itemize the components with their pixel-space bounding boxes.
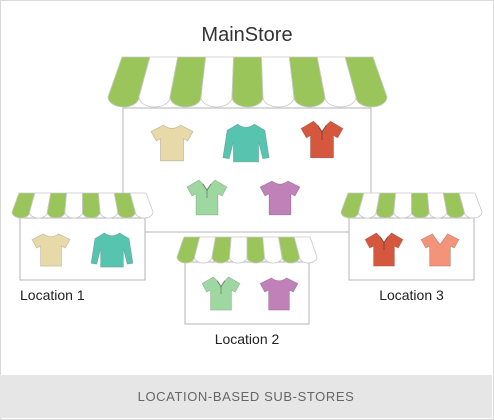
awning-stripe: [231, 56, 264, 108]
location-2-label: Location 2: [214, 331, 280, 347]
tshirt-purple-icon: [259, 277, 299, 311]
polo-red-icon: [364, 232, 404, 267]
awning-stripe: [46, 192, 68, 219]
awning-stripe: [458, 192, 483, 219]
awning-stripe: [82, 192, 101, 219]
awning-stripe: [229, 236, 248, 264]
awning-stripe: [293, 236, 318, 264]
tshirt-cream-icon: [31, 233, 71, 267]
longsleeve-teal-icon: [90, 232, 134, 268]
location-1-label: Location 1: [20, 287, 85, 303]
longsleeve-teal-icon: [222, 123, 270, 163]
awning-stripe: [393, 192, 412, 219]
vneck-salmon-icon: [420, 233, 460, 267]
awning-stripe: [129, 192, 154, 219]
awning-stripe: [344, 56, 388, 108]
main-store-title: MainStore: [201, 24, 293, 46]
tshirt-cream-icon: [150, 124, 194, 162]
main-store-body: [122, 107, 372, 233]
awning-stripe: [200, 56, 234, 108]
awning-stripe: [375, 192, 397, 219]
tshirt-purple-icon: [259, 180, 301, 216]
polo-red-icon: [300, 120, 344, 159]
awning-stripe: [246, 236, 265, 264]
location-3-store: [340, 192, 483, 281]
awning-stripe: [411, 192, 430, 219]
location-2-body: [184, 261, 310, 325]
awning-stripe: [64, 192, 83, 219]
location-3-label: Location 3: [379, 287, 444, 303]
location-3-body: [348, 217, 475, 281]
location-3-awning: [340, 192, 483, 219]
location-1-store: [11, 192, 154, 281]
polo-mint-icon: [201, 276, 241, 311]
main-store: [107, 56, 388, 233]
main-store-awning: [107, 56, 388, 108]
footer-caption: LOCATION-BASED SUB-STORES: [0, 375, 492, 418]
awning-stripe: [211, 236, 232, 264]
awning-stripe: [261, 56, 295, 108]
location-1-awning: [11, 192, 154, 219]
location-2-awning: [176, 236, 318, 264]
polo-mint-icon: [186, 179, 228, 216]
location-2-store: [176, 236, 318, 325]
